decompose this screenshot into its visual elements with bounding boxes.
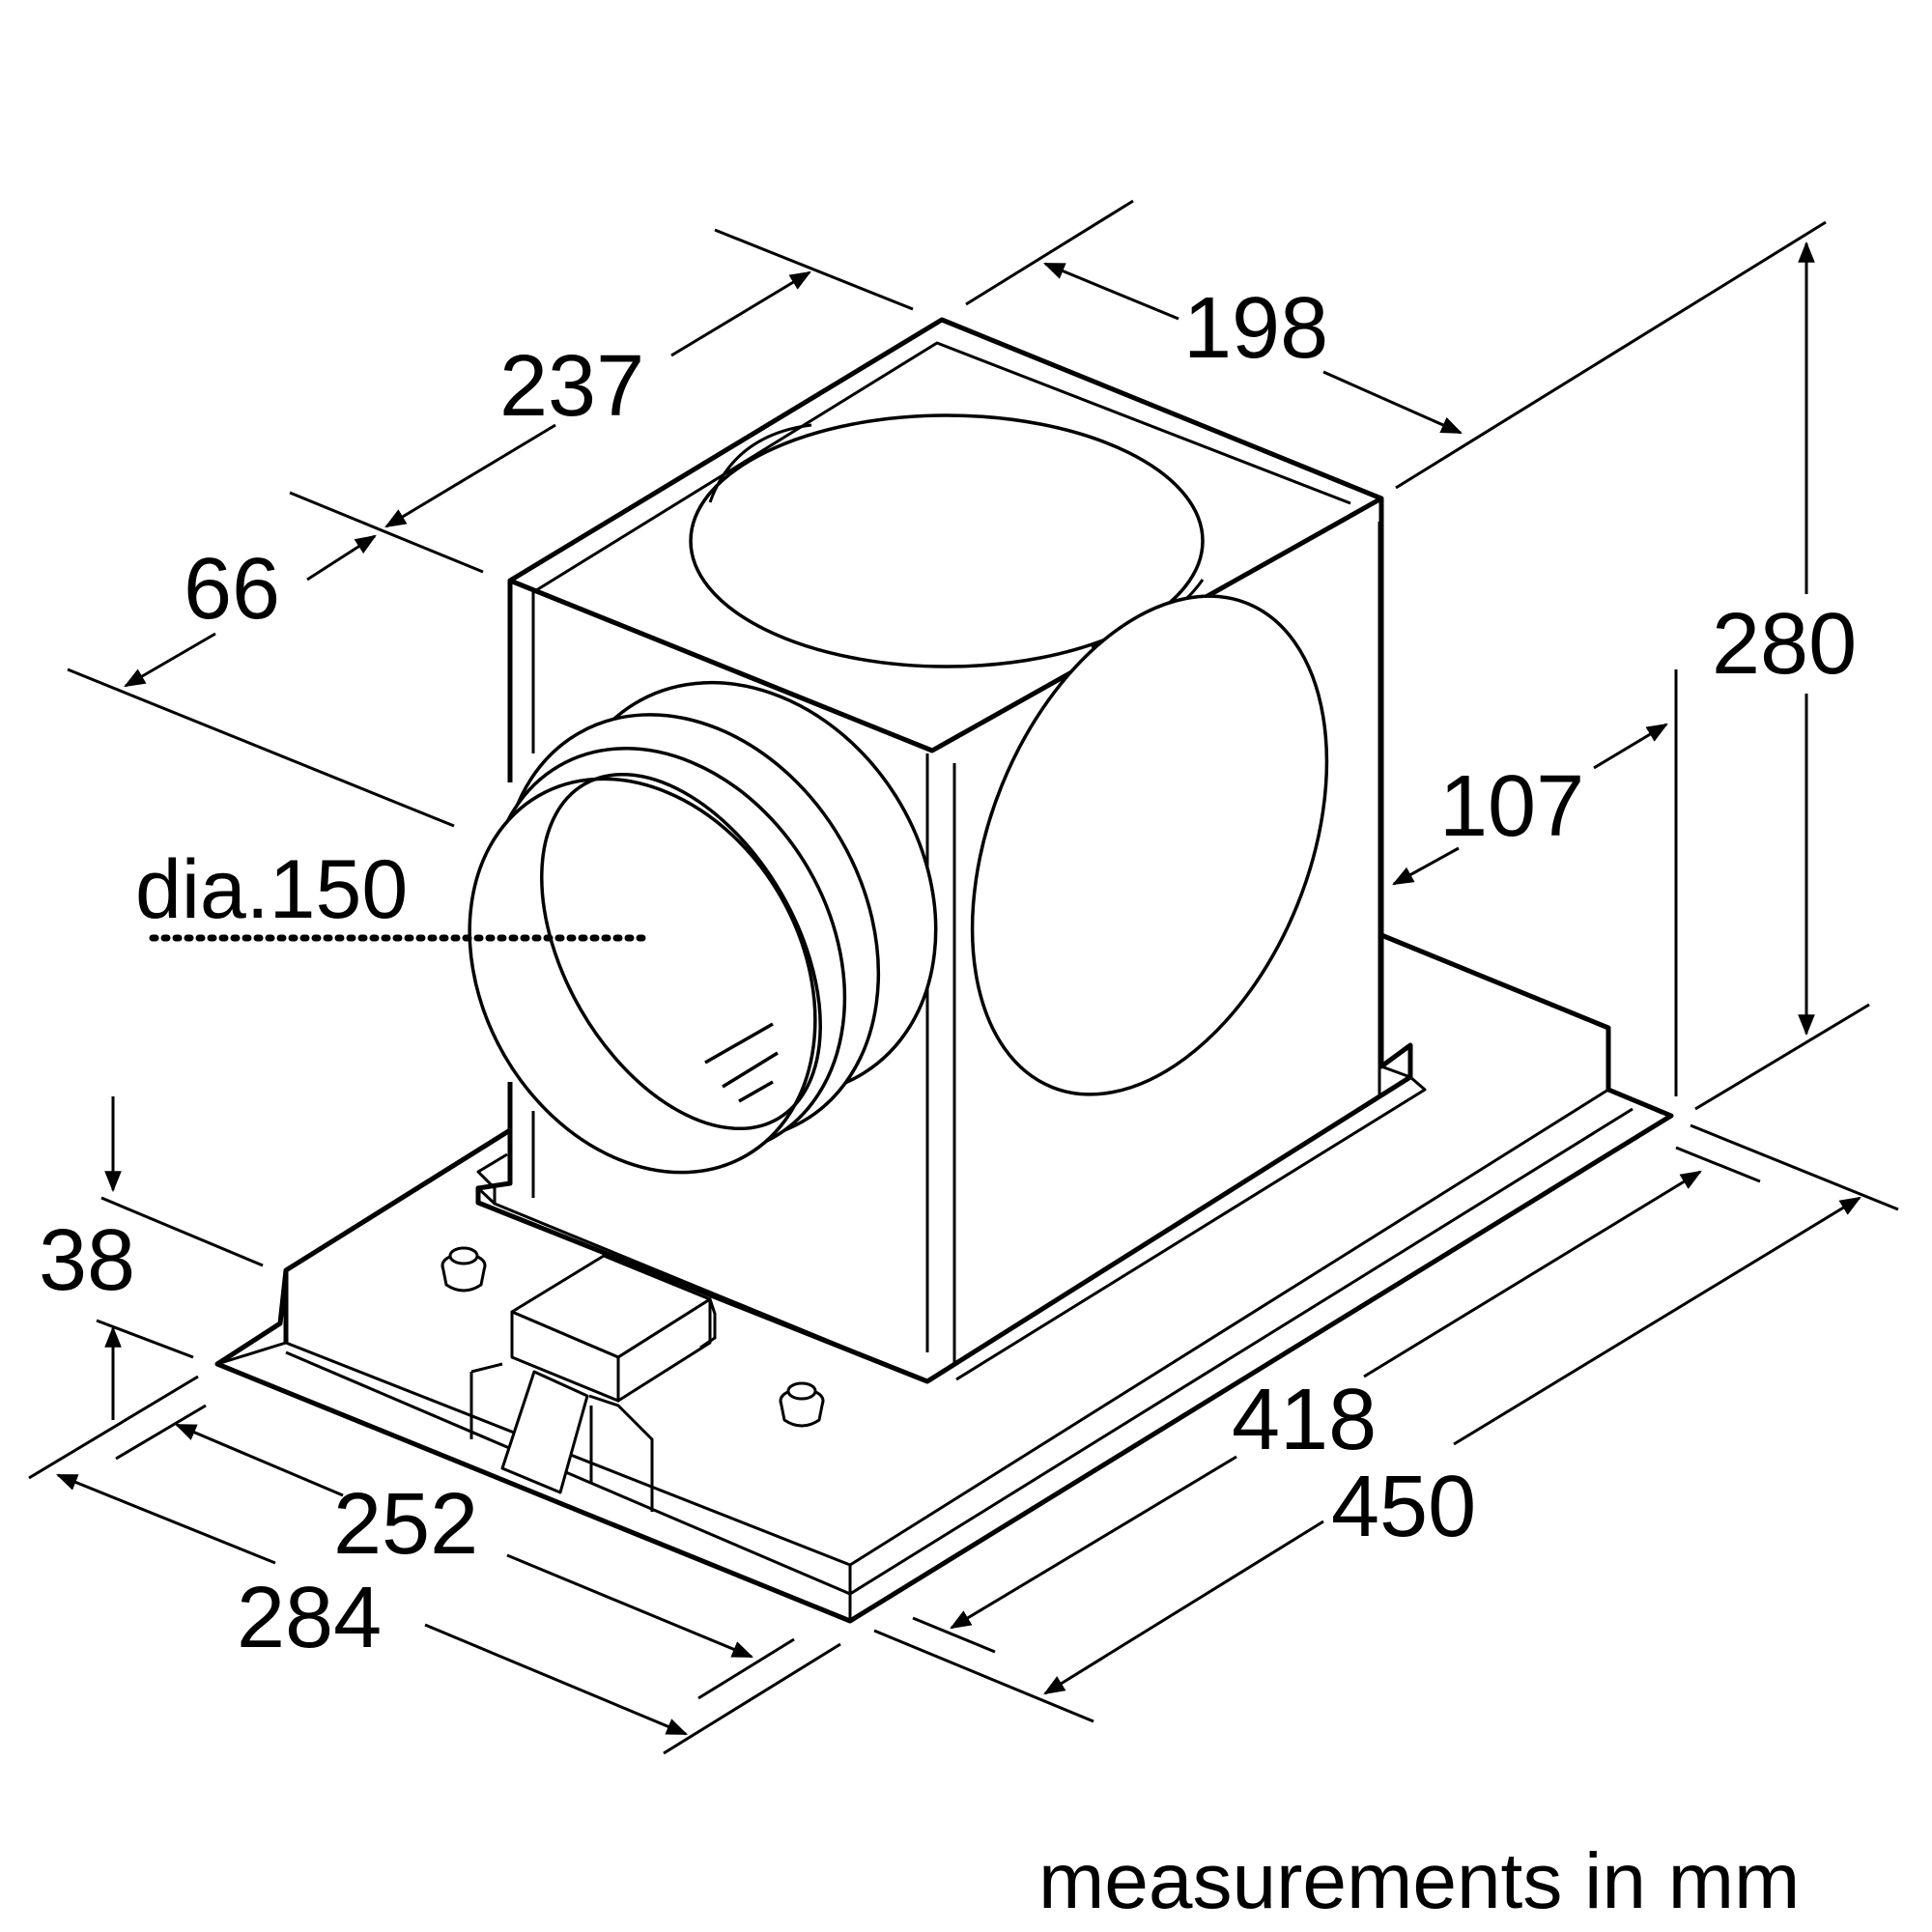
dim-198-a bbox=[1042, 262, 1179, 321]
label-dia: dia.150 bbox=[135, 843, 408, 936]
ext-66-b bbox=[67, 668, 455, 828]
ext-198-a bbox=[965, 199, 1134, 306]
spigot-inner-shadow bbox=[540, 772, 822, 1131]
ext-450-b bbox=[873, 1629, 1094, 1723]
dim-66-a bbox=[306, 534, 377, 582]
base-rim-left bbox=[216, 1341, 287, 1366]
base-top-face bbox=[214, 932, 1674, 1624]
screw-left bbox=[440, 1246, 487, 1293]
base-plate bbox=[214, 932, 1674, 1624]
ext-418-b bbox=[912, 1616, 996, 1654]
base-rim-right bbox=[1607, 1088, 1662, 1115]
base-back-ridge bbox=[955, 1075, 1427, 1381]
ext-284-a bbox=[28, 1375, 199, 1480]
ext-38-b bbox=[96, 1319, 194, 1359]
ext-252-b bbox=[697, 1637, 795, 1700]
ext-198-b bbox=[1395, 220, 1827, 490]
spigot-damper bbox=[704, 1022, 779, 1103]
ext-66-a bbox=[289, 491, 484, 574]
dim-198-b bbox=[1322, 370, 1463, 435]
spigot-inner-ring bbox=[468, 777, 817, 1175]
dim-284-a bbox=[55, 1473, 276, 1565]
label-418: 418 bbox=[1232, 1372, 1377, 1468]
control-block bbox=[469, 1254, 717, 1512]
dimension-lines bbox=[28, 199, 1899, 1755]
dimension-labels: 198 237 66 280 107 38 418 450 252 284 di… bbox=[39, 280, 1857, 1925]
dim-450-a bbox=[1453, 1196, 1861, 1446]
label-198: 198 bbox=[1183, 280, 1328, 377]
screw-right bbox=[779, 1381, 825, 1428]
ext-280-bottom bbox=[1694, 1003, 1870, 1111]
ext-450-a bbox=[1690, 1123, 1899, 1211]
dim-252-a bbox=[174, 1423, 344, 1497]
units-note: measurements in mm bbox=[1038, 1837, 1800, 1925]
ext-237 bbox=[714, 228, 914, 311]
ext-38-a bbox=[100, 1196, 264, 1267]
label-237: 237 bbox=[499, 338, 644, 435]
box-top-bevel bbox=[532, 341, 1351, 594]
label-284: 284 bbox=[237, 1570, 382, 1666]
label-252: 252 bbox=[333, 1476, 478, 1573]
base-lower-edge bbox=[285, 1107, 1634, 1596]
dim-107-b bbox=[1392, 846, 1460, 886]
dim-237-a bbox=[670, 270, 811, 357]
label-107: 107 bbox=[1439, 758, 1584, 855]
base-top-inner bbox=[476, 1152, 508, 1190]
dim-237-b bbox=[384, 423, 556, 528]
dim-66-b bbox=[124, 632, 216, 688]
dim-450-b bbox=[1043, 1520, 1324, 1695]
label-38: 38 bbox=[39, 1212, 135, 1309]
top-outlet-rim bbox=[708, 423, 812, 503]
front-spigot bbox=[468, 680, 938, 1175]
dim-252-b bbox=[506, 1553, 754, 1659]
top-outlet-opening bbox=[689, 413, 1205, 668]
side-outlet-opening bbox=[970, 594, 1329, 1096]
ext-418-a bbox=[1675, 1146, 1761, 1183]
dim-418-a bbox=[1363, 1170, 1702, 1378]
ext-284-b bbox=[663, 1642, 841, 1755]
ext-252-a bbox=[115, 1404, 207, 1461]
dim-107-a bbox=[1593, 723, 1668, 770]
label-450: 450 bbox=[1331, 1459, 1476, 1555]
base-right-wall bbox=[849, 1088, 1609, 1567]
dim-284-b bbox=[424, 1623, 689, 1736]
label-66: 66 bbox=[184, 541, 280, 638]
dim-418-b bbox=[950, 1455, 1237, 1630]
label-280: 280 bbox=[1712, 596, 1857, 693]
